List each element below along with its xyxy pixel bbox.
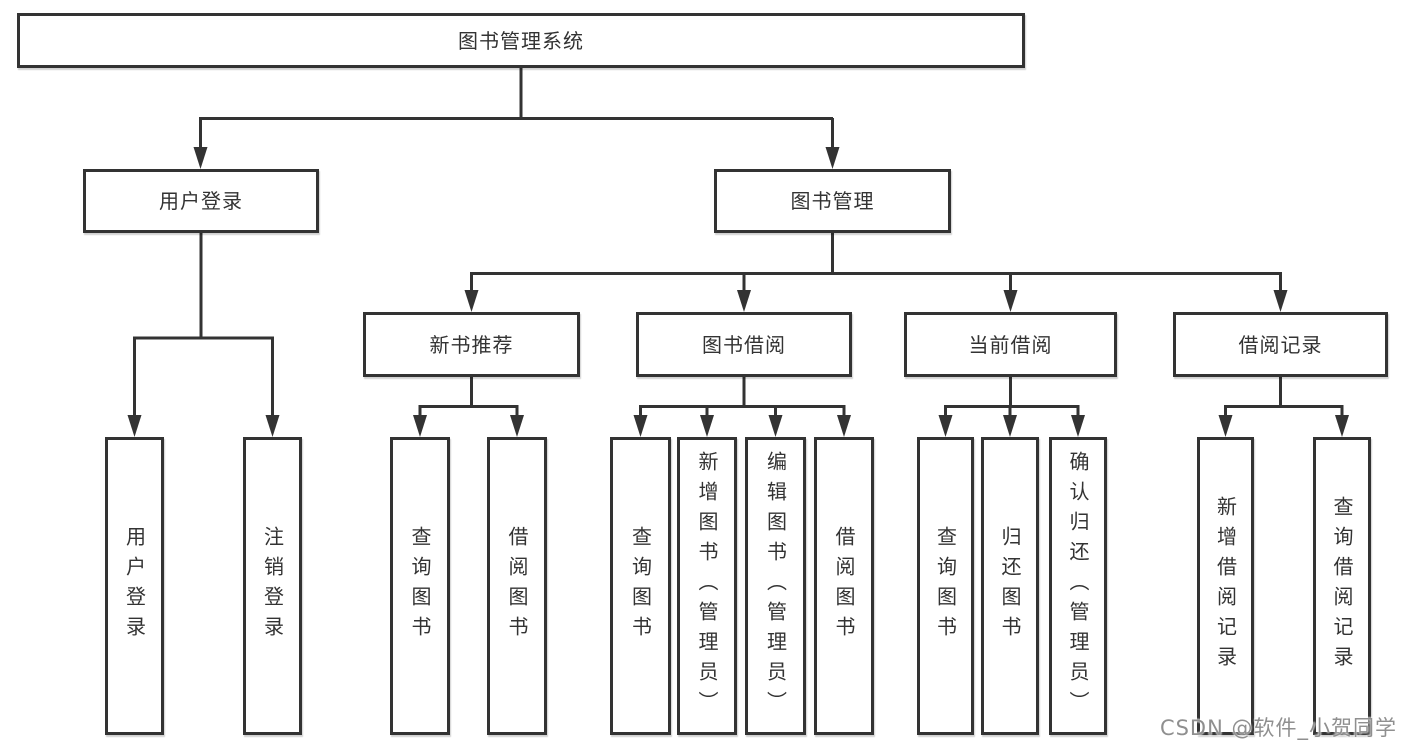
leaf-query-books-recommend: 查询图书 (390, 437, 450, 735)
node-book-management: 图书管理 (714, 169, 951, 233)
leaf-return-books-label: 归还图书 (998, 526, 1022, 646)
leaf-user-login-label: 用户登录 (122, 526, 147, 646)
node-user-login-label: 用户登录 (159, 189, 243, 213)
leaf-query-borrow-record-label: 查询借阅记录 (1330, 496, 1354, 676)
leaf-add-books-admin-label: 新增图书（管理员） (695, 451, 719, 721)
node-borrowing-records-label: 借阅记录 (1238, 332, 1323, 357)
leaf-query-books-current-label: 查询图书 (933, 526, 958, 646)
node-borrowing-records: 借阅记录 (1173, 312, 1388, 377)
leaf-query-books-borrowing: 查询图书 (610, 437, 671, 735)
leaf-return-books: 归还图书 (981, 437, 1039, 735)
leaf-query-books-recommend-label: 查询图书 (408, 526, 432, 646)
leaf-edit-books-admin-label: 编辑图书（管理员） (763, 451, 788, 721)
node-book-borrowing-label: 图书借阅 (702, 332, 786, 357)
node-user-login: 用户登录 (83, 169, 319, 233)
node-library-management-system-label: 图书管理系统 (458, 28, 584, 53)
node-book-borrowing: 图书借阅 (636, 312, 852, 377)
leaf-borrow-books-borrowing-label: 借阅图书 (832, 526, 856, 646)
leaf-borrow-books-recommend-label: 借阅图书 (505, 526, 529, 646)
node-current-borrowing: 当前借阅 (904, 312, 1117, 377)
leaf-logout: 注销登录 (243, 437, 302, 735)
leaf-logout-label: 注销登录 (260, 526, 285, 646)
node-book-management-label: 图书管理 (790, 189, 875, 213)
node-current-borrowing-label: 当前借阅 (968, 332, 1053, 357)
node-new-book-recommendation: 新书推荐 (363, 312, 580, 377)
arrowheads (127, 147, 1349, 437)
leaf-borrow-books-recommend: 借阅图书 (487, 437, 547, 735)
csdn-watermark: CSDN @软件_小贺同学 (1159, 716, 1397, 740)
leaf-query-borrow-record: 查询借阅记录 (1313, 437, 1371, 735)
node-library-management-system: 图书管理系统 (17, 13, 1025, 68)
leaf-query-books-borrowing-label: 查询图书 (628, 526, 653, 646)
leaf-confirm-return-admin: 确认归还（管理员） (1049, 437, 1107, 735)
leaf-edit-books-admin: 编辑图书（管理员） (745, 437, 806, 735)
leaf-add-borrow-record-label: 新增借阅记录 (1213, 496, 1238, 676)
leaf-confirm-return-admin-label: 确认归还（管理员） (1066, 451, 1090, 721)
leaf-borrow-books-borrowing: 借阅图书 (814, 437, 874, 735)
leaf-add-borrow-record: 新增借阅记录 (1197, 437, 1254, 735)
leaf-add-books-admin: 新增图书（管理员） (677, 437, 737, 735)
leaf-query-books-current: 查询图书 (917, 437, 974, 735)
node-new-book-recommendation-label: 新书推荐 (429, 332, 514, 357)
leaf-user-login: 用户登录 (105, 437, 164, 735)
